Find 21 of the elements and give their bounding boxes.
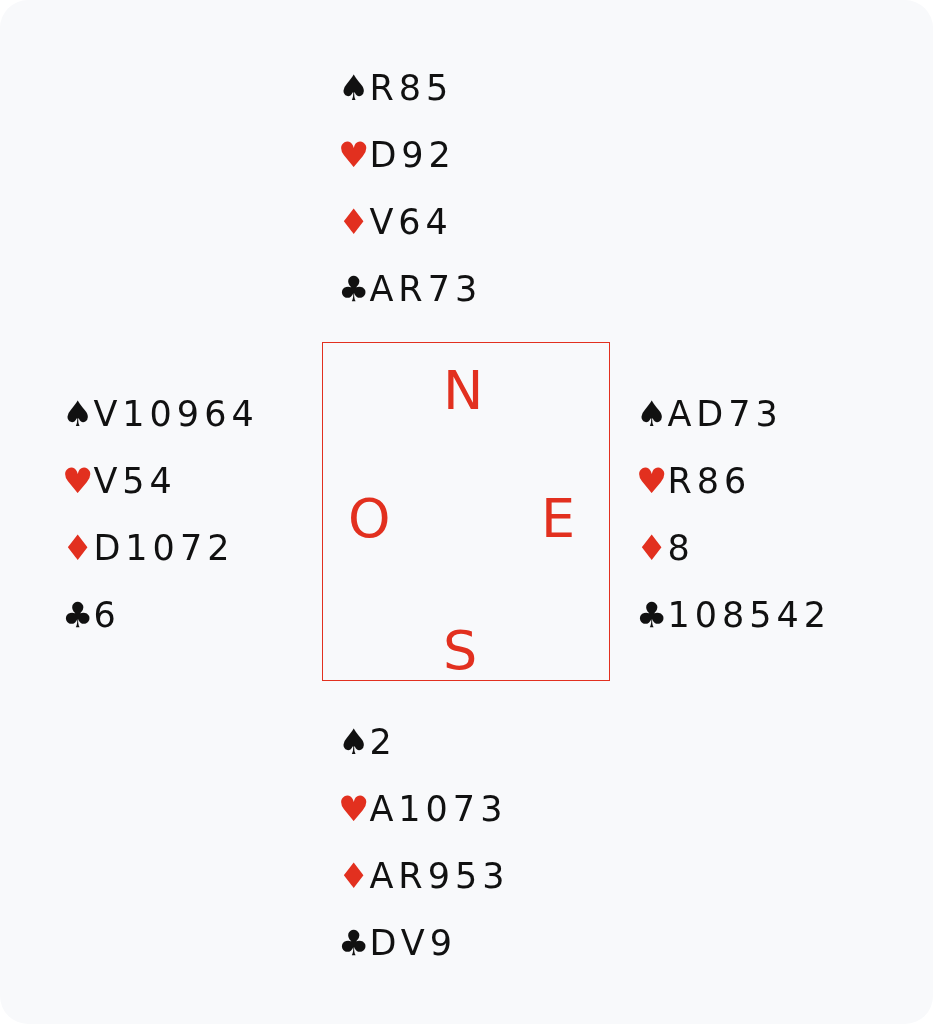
compass-letter: N [443, 361, 484, 421]
compass-letter: O [348, 489, 391, 549]
card-holding: ♦V64 [338, 201, 453, 244]
card-holding: ♥V54 [62, 460, 177, 503]
card-holding: ♠AD73 [636, 393, 783, 436]
card-holding: ♠R85 [338, 67, 454, 110]
card-holding: ♦8 [636, 527, 695, 570]
card-holding: ♣108542 [636, 594, 831, 637]
card-holding: ♥D92 [338, 134, 456, 177]
compass-box [322, 342, 610, 681]
card-holding: ♥R86 [636, 460, 752, 503]
compass-letter: E [541, 489, 576, 549]
card-holding: ♠2 [338, 721, 397, 764]
card-holding: ♣AR73 [338, 268, 483, 311]
card-holding: ♠V10964 [62, 393, 259, 436]
card-holding: ♦D1072 [62, 527, 235, 570]
card-holding: ♣6 [62, 594, 121, 637]
card-holding: ♣DV9 [338, 922, 457, 965]
card-holding: ♦AR953 [338, 855, 510, 898]
compass-letter: S [443, 621, 478, 681]
card-holding: ♥A1073 [338, 788, 508, 831]
